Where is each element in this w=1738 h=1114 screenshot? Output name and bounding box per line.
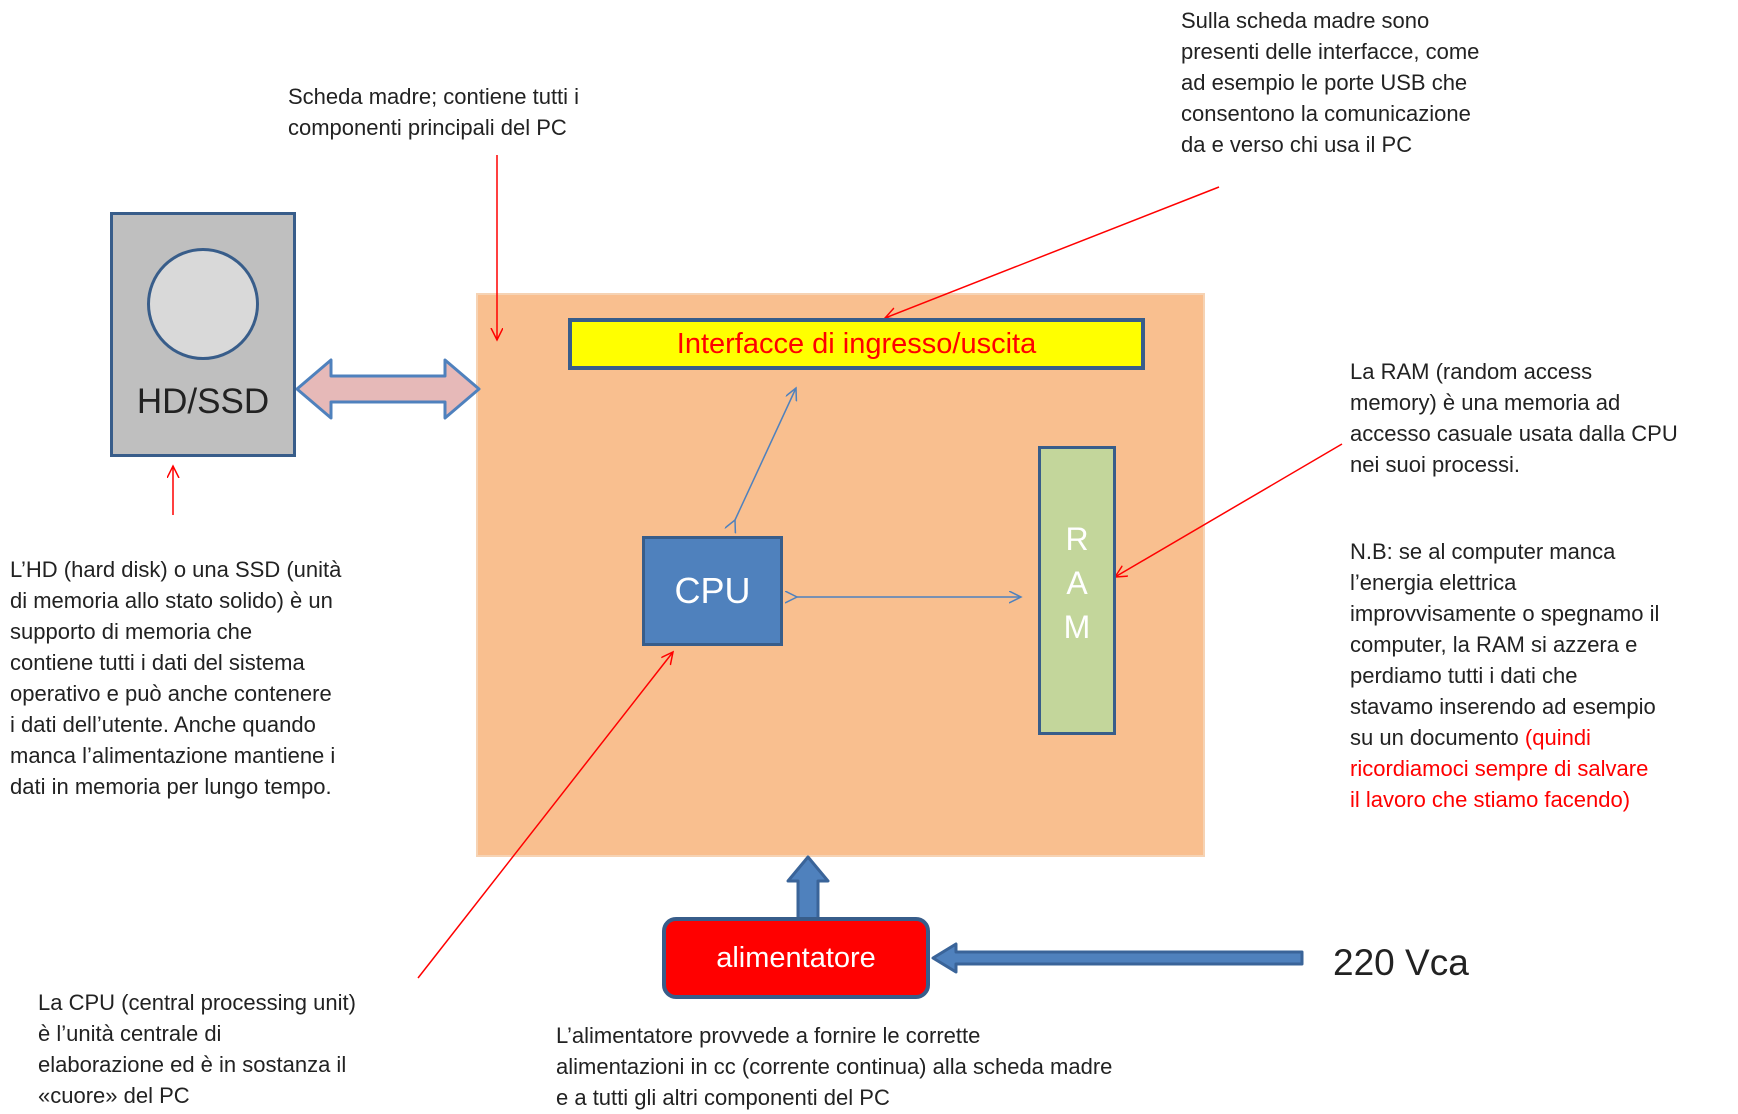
- ram-letter-r: R: [1065, 521, 1089, 557]
- interfaces-note: Sulla scheda madre sono presenti delle i…: [1181, 8, 1480, 157]
- hd-ssd-label: HD/SSD: [136, 382, 270, 421]
- cpu-label: CPU: [674, 570, 751, 611]
- mains-voltage-label: 220 Vca: [1333, 942, 1469, 983]
- cpu-pointer: [417, 652, 673, 979]
- ram-nb-warning: (quindi ricordiamoci sempre di salvare i…: [1350, 725, 1649, 812]
- ram-letter-a: A: [1066, 565, 1088, 601]
- cpu-note: La CPU (central processing unit) è l’uni…: [38, 990, 356, 1108]
- mains-to-power-arrow: [931, 942, 1304, 974]
- ram-pointer: [1115, 443, 1343, 577]
- io-interfaces-label: Interfacce di ingresso/uscita: [676, 327, 1037, 360]
- power-supply-label: alimentatore: [716, 941, 876, 974]
- disk-platter-icon: [147, 248, 259, 360]
- ram-letter-m: M: [1063, 609, 1091, 645]
- ram-block: R A M: [1038, 446, 1116, 735]
- cpu-block: CPU: [642, 536, 783, 646]
- power-to-motherboard-arrow: [786, 855, 830, 922]
- hd-ssd-block: HD/SSD: [110, 212, 296, 457]
- hd-motherboard-arrow: [295, 358, 481, 420]
- motherboard-note: Scheda madre; contiene tutti i component…: [288, 84, 580, 140]
- interfaces-pointer: [885, 186, 1220, 318]
- hd-note: L’HD (hard disk) o una SSD (unità di mem…: [10, 557, 342, 799]
- ram-note: La RAM (random access memory) è una memo…: [1350, 359, 1678, 477]
- power-note: L’alimentatore provvede a fornire le cor…: [556, 1023, 1113, 1110]
- cpu-io-arrow: [735, 388, 796, 520]
- ram-nb-note: N.B: se al computer manca l’energia elet…: [1350, 536, 1659, 815]
- ram-nb-text: N.B: se al computer manca l’energia elet…: [1350, 539, 1660, 750]
- power-supply-block: alimentatore: [662, 917, 930, 999]
- io-interfaces-block: Interfacce di ingresso/uscita: [568, 318, 1145, 370]
